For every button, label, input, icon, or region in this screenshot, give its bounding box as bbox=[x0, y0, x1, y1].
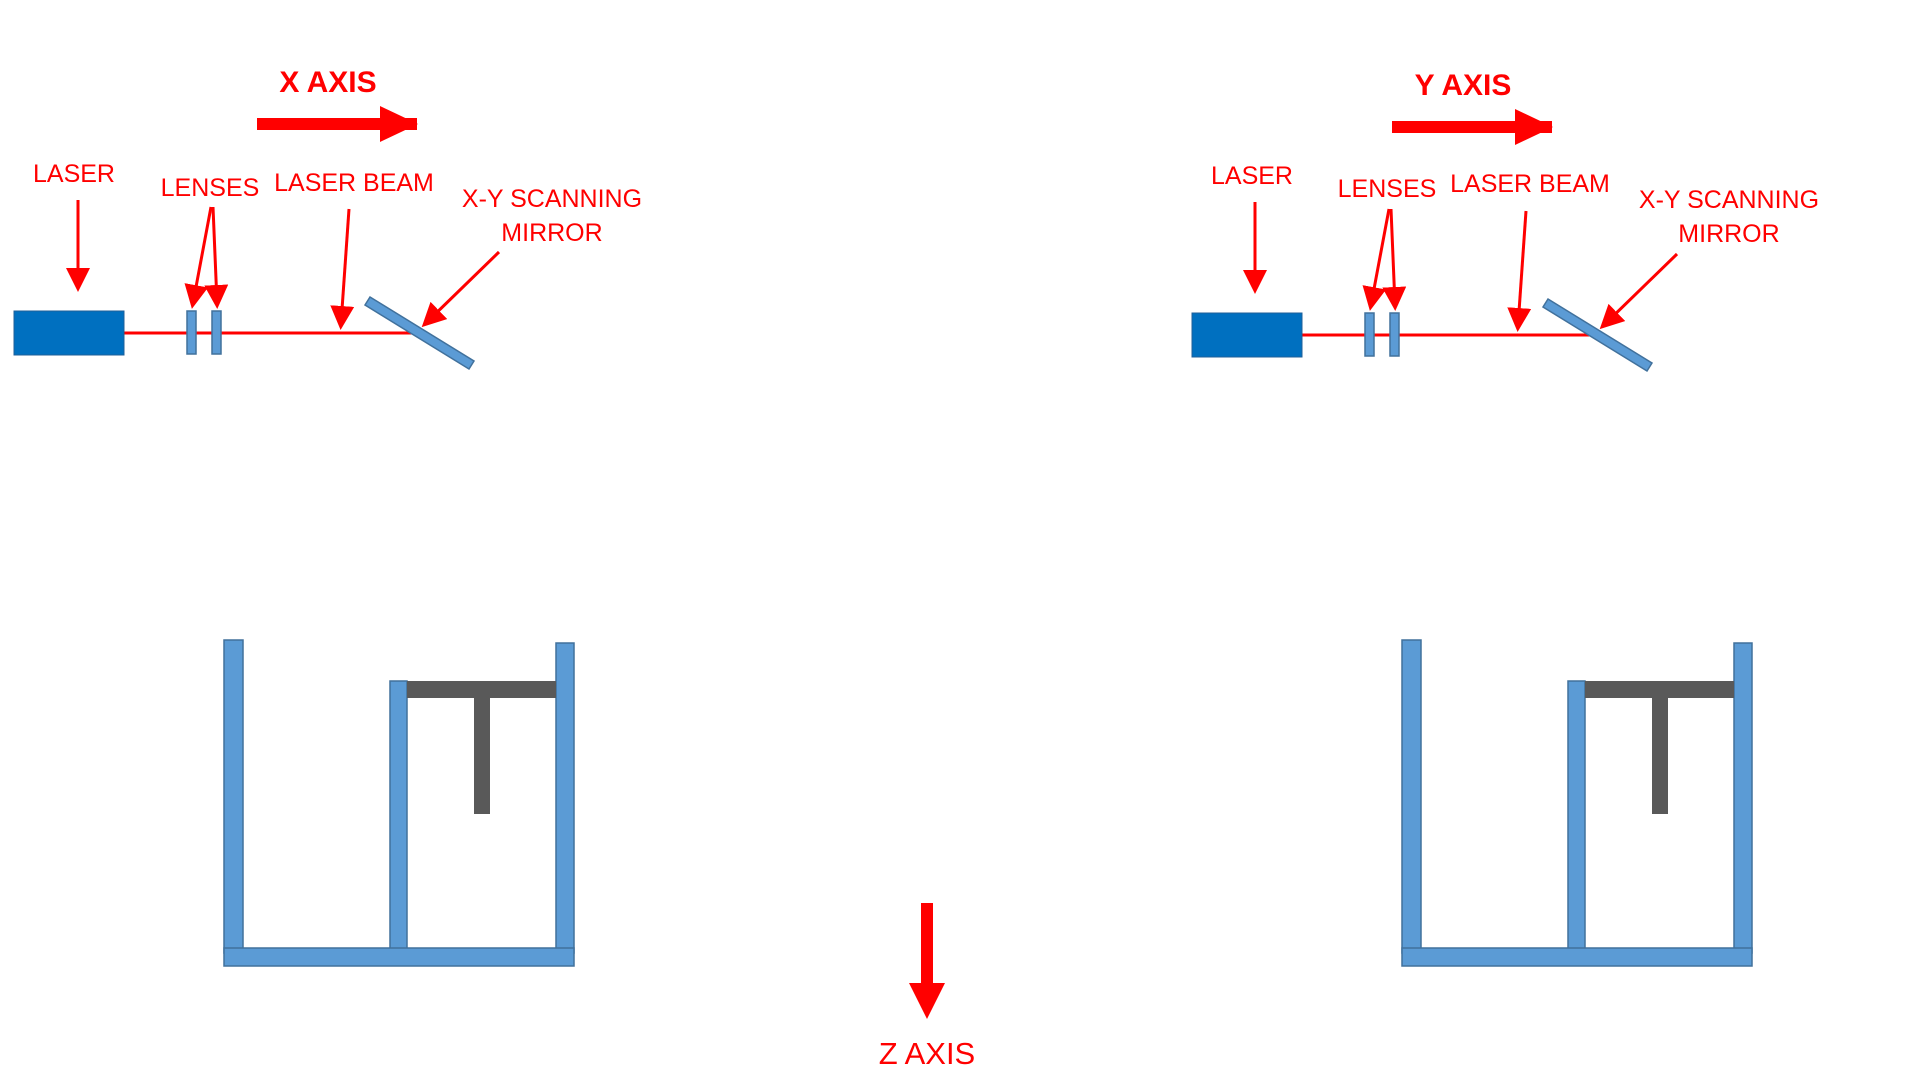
lenses-label: LENSES bbox=[1338, 175, 1437, 203]
build-piston bbox=[1652, 698, 1668, 814]
right-module: Y AXIS LASER LENSES LASER BEAM X-Y SCANN… bbox=[1191, 69, 1819, 967]
build-plate bbox=[1585, 681, 1734, 698]
laser-label: LASER bbox=[33, 160, 115, 188]
laser-source bbox=[1191, 312, 1303, 358]
scanning-mirror bbox=[363, 295, 476, 371]
mirror-label-line1: X-Y SCANNING bbox=[1639, 186, 1819, 214]
y-axis-arrow bbox=[1392, 109, 1553, 145]
z-axis-arrow-shaft bbox=[921, 903, 933, 985]
x-axis-arrow bbox=[257, 106, 418, 142]
mirror-pointer-arrow bbox=[1599, 252, 1679, 330]
lens-1-pointer-arrow bbox=[1362, 208, 1391, 311]
z-axis-label: Z AXIS bbox=[879, 1036, 975, 1071]
lens-2-pointer-arrow bbox=[1382, 208, 1407, 311]
lens-2 bbox=[1389, 312, 1400, 357]
lens-1-pointer-arrow bbox=[184, 206, 213, 309]
build-plate bbox=[407, 681, 556, 698]
build-piston bbox=[474, 698, 490, 814]
mirror-label-line1: X-Y SCANNING bbox=[462, 185, 642, 213]
right-build-chamber bbox=[1401, 639, 1753, 967]
mirror-label-line2: MIRROR bbox=[1678, 220, 1779, 248]
laser-beam-label: LASER BEAM bbox=[274, 169, 434, 197]
scanning-mirror bbox=[1541, 297, 1654, 373]
laser-label: LASER bbox=[1211, 162, 1293, 190]
lens-1 bbox=[186, 310, 197, 355]
beam-pointer-arrow bbox=[1507, 210, 1532, 332]
beam-pointer-arrow bbox=[330, 208, 355, 330]
lens-2 bbox=[211, 310, 222, 355]
lens-1 bbox=[1364, 312, 1375, 357]
z-axis-group: Z AXIS bbox=[879, 903, 975, 1071]
y-axis-label: Y AXIS bbox=[1415, 69, 1512, 102]
lenses-label: LENSES bbox=[161, 174, 260, 202]
mirror-pointer-arrow bbox=[421, 250, 501, 328]
left-build-chamber bbox=[223, 639, 575, 967]
x-axis-label: X AXIS bbox=[279, 66, 376, 99]
z-axis-arrow-head bbox=[909, 983, 945, 1019]
left-module: X AXIS LASER LENSES LASER BEAM X-Y SCANN… bbox=[13, 66, 642, 967]
laser-source bbox=[13, 310, 125, 356]
laser-beam-label: LASER BEAM bbox=[1450, 170, 1610, 198]
lens-2-pointer-arrow bbox=[204, 206, 229, 309]
mirror-label-line2: MIRROR bbox=[501, 219, 602, 247]
